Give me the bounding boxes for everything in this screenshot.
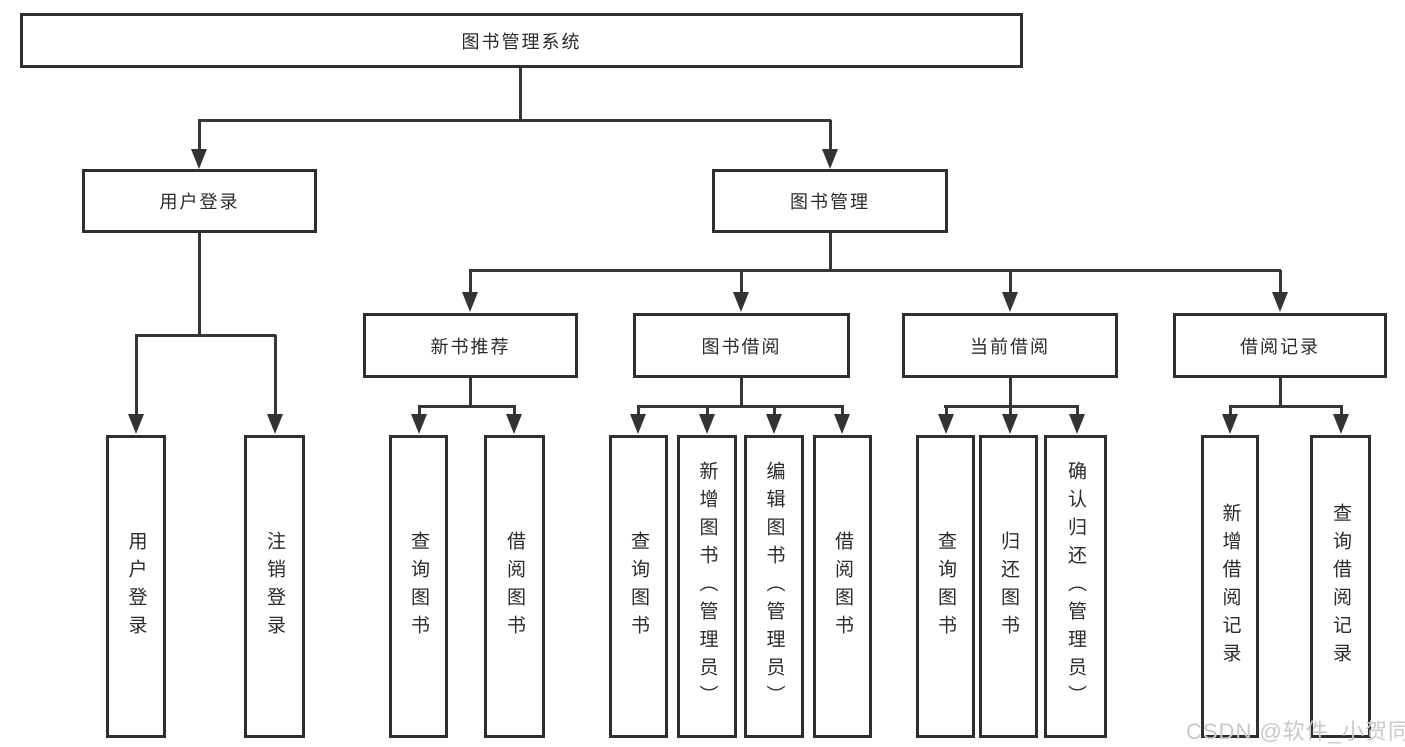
leaf-return-books: 归还图书: [979, 435, 1038, 738]
arrow-down-icon: [1002, 414, 1018, 434]
leaf-query-books-recommend: 查询图书: [389, 435, 448, 738]
node-label: 确认归还（管理员）: [1065, 460, 1086, 713]
node-borrowing-records: 借阅记录: [1173, 313, 1387, 378]
connector-vline: [1008, 270, 1012, 296]
node-label: 用户登录: [125, 530, 147, 643]
node-label: 借阅图书: [504, 530, 525, 643]
arrow-down-icon: [506, 414, 522, 434]
leaf-borrow-books: 借阅图书: [813, 435, 872, 738]
arrow-down-icon: [462, 292, 478, 312]
connector-vline: [468, 378, 472, 407]
arrow-down-icon: [267, 414, 283, 434]
leaf-logout: 注销登录: [244, 435, 305, 738]
connector-vline: [739, 270, 743, 296]
leaf-query-borrow-record: 查询借阅记录: [1310, 435, 1371, 738]
leaf-add-books-admin: 新增图书（管理员）: [677, 435, 737, 738]
connector-vline: [1008, 378, 1012, 407]
connector-vline: [636, 406, 640, 418]
arrow-down-icon: [822, 149, 838, 169]
node-label: 图书管理系统: [461, 31, 582, 52]
connector-vline: [739, 378, 743, 407]
connector-vline: [512, 406, 516, 418]
connector-vline: [1008, 406, 1012, 418]
connector-vline: [828, 233, 832, 272]
node-current-borrowing: 当前借阅: [902, 313, 1118, 378]
node-label: 查询借阅记录: [1330, 502, 1351, 671]
arrow-down-icon: [128, 414, 144, 434]
leaf-confirm-return-admin: 确认归还（管理员）: [1044, 435, 1107, 738]
node-label: 查询图书: [935, 530, 956, 643]
node-label: 图书管理: [790, 192, 870, 212]
connector-vline: [944, 406, 948, 418]
connector-vline: [1339, 406, 1343, 418]
node-new-book-recommend: 新书推荐: [363, 313, 578, 378]
connector-vline: [705, 406, 709, 418]
connector-vline: [134, 335, 138, 418]
watermark: CSDN @软件_小贺同学: [1186, 719, 1405, 744]
connector-hline: [1229, 404, 1343, 408]
connector-hline: [637, 404, 844, 408]
arrow-down-icon: [766, 414, 782, 434]
arrow-down-icon: [630, 414, 646, 434]
node-label: 新增图书（管理员）: [696, 460, 718, 713]
arrow-down-icon: [938, 414, 954, 434]
node-label: 当前借阅: [970, 336, 1050, 357]
arrow-down-icon: [1069, 414, 1085, 434]
leaf-query-books-current: 查询图书: [916, 435, 975, 738]
arrow-down-icon: [191, 149, 207, 169]
leaf-user-login: 用户登录: [106, 435, 166, 738]
node-user-login: 用户登录: [82, 169, 317, 233]
connector-vline: [772, 406, 776, 418]
leaf-edit-books-admin: 编辑图书（管理员）: [744, 435, 804, 738]
connector-vline: [197, 233, 201, 337]
node-label: 用户登录: [159, 192, 240, 212]
connector-vline: [1278, 270, 1282, 296]
connector-hline: [198, 118, 831, 122]
connector-vline: [1278, 378, 1282, 407]
connector-vline: [1228, 406, 1232, 418]
node-label: 归还图书: [998, 530, 1019, 643]
connector-vline: [273, 335, 277, 418]
node-label: 图书借阅: [701, 336, 782, 357]
leaf-query-books-borrowing: 查询图书: [609, 435, 668, 738]
arrow-down-icon: [1333, 414, 1349, 434]
leaf-add-borrow-record: 新增借阅记录: [1201, 435, 1259, 738]
node-label: 查询图书: [628, 530, 649, 643]
node-book-borrowing: 图书借阅: [633, 313, 850, 378]
node-label: 新增借阅记录: [1219, 502, 1241, 671]
connector-vline: [518, 68, 522, 121]
arrow-down-icon: [411, 414, 427, 434]
arrow-down-icon: [699, 414, 715, 434]
arrow-down-icon: [834, 414, 850, 434]
connector-vline: [197, 120, 201, 152]
connector-vline: [417, 406, 421, 418]
arrow-down-icon: [1002, 292, 1018, 312]
node-label: 注销登录: [264, 530, 285, 643]
node-label: 编辑图书（管理员）: [763, 460, 785, 713]
arrow-down-icon: [1222, 414, 1238, 434]
connector-hline: [135, 333, 276, 337]
node-label: 借阅图书: [832, 530, 853, 643]
connector-hline: [944, 404, 1079, 408]
node-book-management: 图书管理: [712, 169, 948, 233]
node-label: 新书推荐: [430, 336, 511, 357]
connector-hline: [469, 268, 1281, 272]
connector-vline: [840, 406, 844, 418]
connector-vline: [1075, 406, 1079, 418]
node-root: 图书管理系统: [20, 13, 1023, 68]
node-label: 借阅记录: [1240, 336, 1320, 357]
arrow-down-icon: [1272, 292, 1288, 312]
connector-hline: [418, 404, 516, 408]
arrow-down-icon: [733, 292, 749, 312]
connector-vline: [468, 270, 472, 296]
leaf-borrow-books-recommend: 借阅图书: [484, 435, 545, 738]
node-label: 查询图书: [408, 530, 429, 643]
connector-vline: [828, 120, 832, 152]
